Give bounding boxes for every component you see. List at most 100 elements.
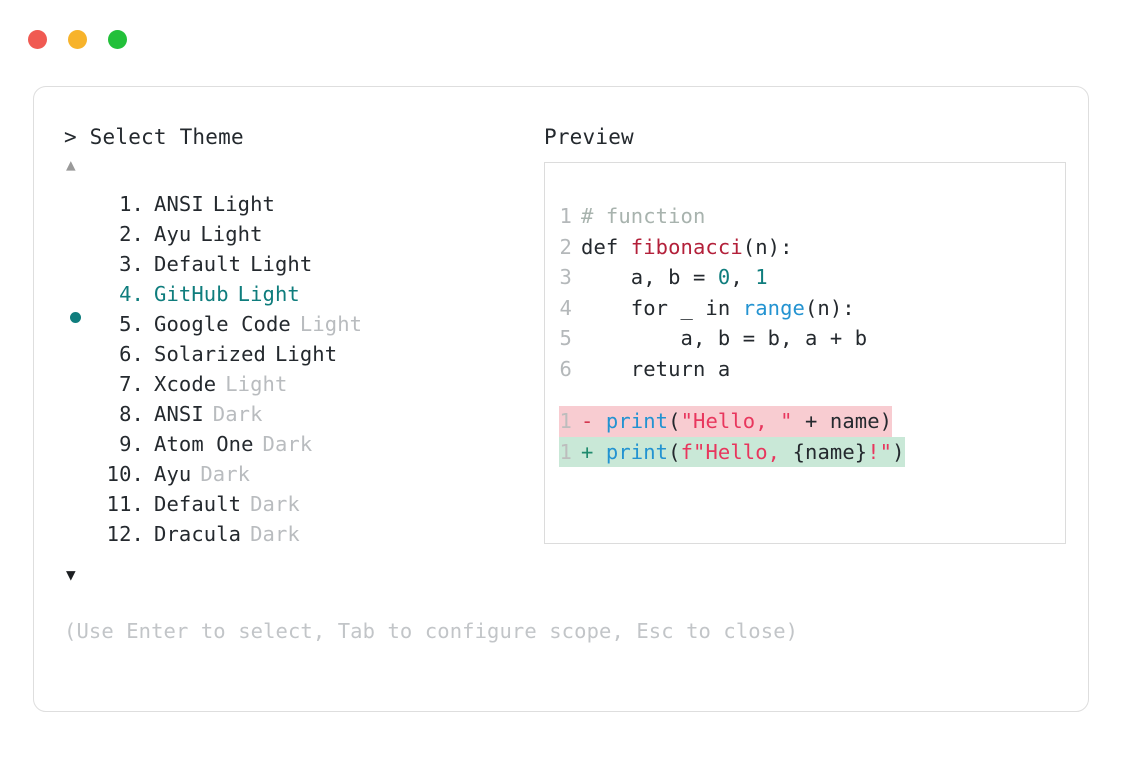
code-token: {name} xyxy=(792,439,868,464)
theme-item-variant: Light xyxy=(237,282,300,306)
diff-sign: - xyxy=(581,409,594,433)
theme-item-name: Xcode xyxy=(154,372,217,396)
theme-item-number: 8. xyxy=(119,402,144,426)
code-token: (n): xyxy=(742,234,793,259)
code-line: 3 a, b = 0, 1 xyxy=(559,262,1065,293)
window-titlebar xyxy=(28,30,127,49)
theme-item-name: Default xyxy=(154,492,242,516)
diff-line-content: print(f"Hello, {name}!") xyxy=(593,437,905,468)
code-token: ) xyxy=(892,439,905,464)
theme-item-variant: Dark xyxy=(200,462,251,486)
code-token: + name xyxy=(792,409,880,433)
code-token: ( xyxy=(668,439,681,464)
code-token: 1 xyxy=(755,265,768,289)
code-token: ) xyxy=(879,409,893,433)
scroll-up-arrow-icon[interactable]: ▲ xyxy=(66,155,76,174)
code-token: !" xyxy=(867,439,893,464)
theme-list-item[interactable]: 1. ANSI Light xyxy=(64,189,534,219)
code-line-content: a, b = 0, 1 xyxy=(581,262,768,293)
code-token: # function xyxy=(581,204,706,228)
theme-list-item[interactable]: 5. Google Code Light xyxy=(64,309,534,339)
theme-item-variant: Light xyxy=(250,252,313,276)
theme-list-item[interactable]: 3. Default Light xyxy=(64,249,534,279)
theme-item-number: 6. xyxy=(119,342,144,366)
code-token: def xyxy=(581,234,631,259)
theme-item-name: Google Code xyxy=(154,312,291,336)
code-line: 6 return a xyxy=(559,354,1065,385)
window-minimize-button[interactable] xyxy=(68,30,87,49)
theme-item-number: 3. xyxy=(119,252,144,276)
theme-item-name: GitHub xyxy=(154,282,229,306)
diff-line-content: print("Hello, " + name) xyxy=(593,406,892,437)
code-token: fibonacci xyxy=(630,234,743,259)
line-number: 1 xyxy=(559,204,572,228)
theme-item-variant: Light xyxy=(299,312,363,336)
theme-item-name: Atom One xyxy=(154,432,254,456)
theme-item-variant: Light xyxy=(274,342,338,366)
diff-line-removed: 1- print("Hello, " + name) xyxy=(559,406,1065,437)
diff-line-added: 1+ print(f"Hello, {name}!") xyxy=(559,436,1065,468)
code-line-content: def fibonacci(n): xyxy=(581,232,793,263)
code-line: 5 a, b = b, a + b xyxy=(559,323,1065,354)
diff-line-highlight: 1- print("Hello, " + name) xyxy=(559,406,893,437)
scroll-down-row[interactable]: ▼ xyxy=(64,563,534,591)
code-line: 1 # function xyxy=(559,201,1065,232)
diff-sign: + xyxy=(581,439,594,464)
theme-item-variant: Light xyxy=(212,192,275,216)
code-token: (n): xyxy=(804,295,855,320)
diff-preview: 1- print("Hello, " + name)1+ print(f"Hel… xyxy=(559,406,1065,467)
theme-item-number: 2. xyxy=(119,222,144,246)
theme-item-number: 5. xyxy=(119,312,144,336)
theme-item-name: ANSI xyxy=(154,402,204,426)
line-number: 2 xyxy=(559,234,572,259)
code-token: 0 xyxy=(717,265,731,289)
theme-item-number: 1. xyxy=(119,192,144,216)
code-line-content: # function xyxy=(581,201,705,232)
theme-item-variant: Light xyxy=(200,222,263,246)
theme-item-number: 10. xyxy=(106,462,144,486)
theme-item-name: Default xyxy=(154,252,242,276)
page-title: > Select Theme xyxy=(64,125,244,149)
preview-title: Preview xyxy=(544,125,634,149)
theme-item-number: 11. xyxy=(106,492,144,516)
theme-item-name: ANSI xyxy=(154,192,204,216)
code-token: print xyxy=(605,409,669,433)
theme-item-name: Dracula xyxy=(154,522,242,546)
scroll-down-arrow-icon[interactable]: ▼ xyxy=(66,565,76,584)
window-close-button[interactable] xyxy=(28,30,47,49)
theme-list-item[interactable]: 8. ANSI Dark xyxy=(64,399,534,429)
line-number: 3 xyxy=(559,265,572,289)
code-token: a, b = b, a + b xyxy=(581,326,868,350)
theme-item-name: Solarized xyxy=(154,342,266,366)
code-token: return a xyxy=(581,356,731,381)
diff-line-number: 1 xyxy=(559,409,572,433)
window-maximize-button[interactable] xyxy=(108,30,127,49)
keyboard-hint: (Use Enter to select, Tab to configure s… xyxy=(64,619,799,643)
theme-item-variant: Dark xyxy=(250,522,300,546)
code-token: f"Hello, xyxy=(680,439,793,464)
theme-list-item[interactable]: 6. Solarized Light xyxy=(64,339,534,369)
code-line-content: for _ in range(n): xyxy=(581,293,855,324)
scroll-up-row[interactable]: ▲ xyxy=(64,153,534,181)
code-line-content: a, b = b, a + b xyxy=(581,323,868,354)
theme-item-variant: Dark xyxy=(212,402,263,426)
code-token xyxy=(593,409,605,433)
line-number: 5 xyxy=(559,326,572,350)
theme-item-variant: Light xyxy=(225,372,288,396)
code-token: for _ in xyxy=(581,295,743,320)
code-token: range xyxy=(742,295,805,320)
